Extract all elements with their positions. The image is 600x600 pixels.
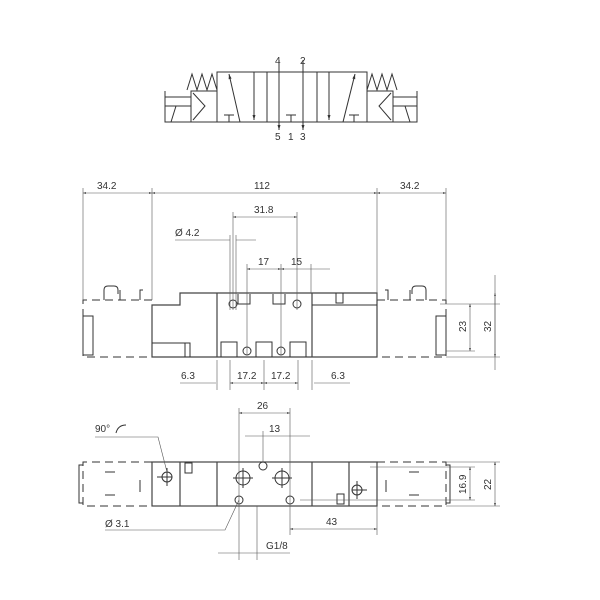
dim-17-2-a: 17.2	[237, 371, 257, 382]
port-1-label: 1	[288, 132, 294, 143]
dim-13: 13	[269, 424, 281, 435]
dim-right-solenoid: 34.2	[400, 181, 420, 192]
valve-symbol: 4 2 5 1 3	[164, 56, 418, 143]
dim-26: 26	[257, 401, 269, 412]
dim-6-3-right: 6.3	[331, 371, 345, 382]
port-3-label: 3	[300, 132, 306, 143]
dim-17-2-b: 17.2	[271, 371, 291, 382]
dim-left-solenoid: 34.2	[97, 181, 117, 192]
dim-mount-hole-diameter: Ø 3.1	[105, 519, 130, 530]
dim-6-3-left: 6.3	[181, 371, 195, 382]
dim-body-length: 112	[254, 181, 270, 192]
front-view: 34.2 112 34.2 31.8 Ø 4.2 17 15 6.3 17.2 …	[82, 181, 500, 390]
port-5-label: 5	[275, 132, 281, 143]
dim-15: 15	[291, 257, 303, 268]
dim-height-16-9: 16.9	[458, 474, 469, 494]
dim-height-22: 22	[483, 478, 494, 490]
dim-hole-diameter: Ø 4.2	[175, 228, 200, 239]
port-2-label: 2	[300, 56, 306, 67]
dim-17: 17	[258, 257, 270, 268]
dim-43: 43	[326, 517, 338, 528]
rotation-label: 90°	[95, 424, 110, 435]
port-4-label: 4	[275, 56, 281, 67]
dim-hole-spacing: 31.8	[254, 205, 274, 216]
dim-height-32: 32	[483, 320, 494, 332]
bottom-view: 26 13 90° Ø 3.1 43 G1/8 16.9 22	[78, 401, 500, 560]
dim-thread: G1/8	[266, 541, 288, 552]
dim-height-23: 23	[458, 320, 469, 332]
rotate-arrow-icon	[115, 424, 127, 434]
